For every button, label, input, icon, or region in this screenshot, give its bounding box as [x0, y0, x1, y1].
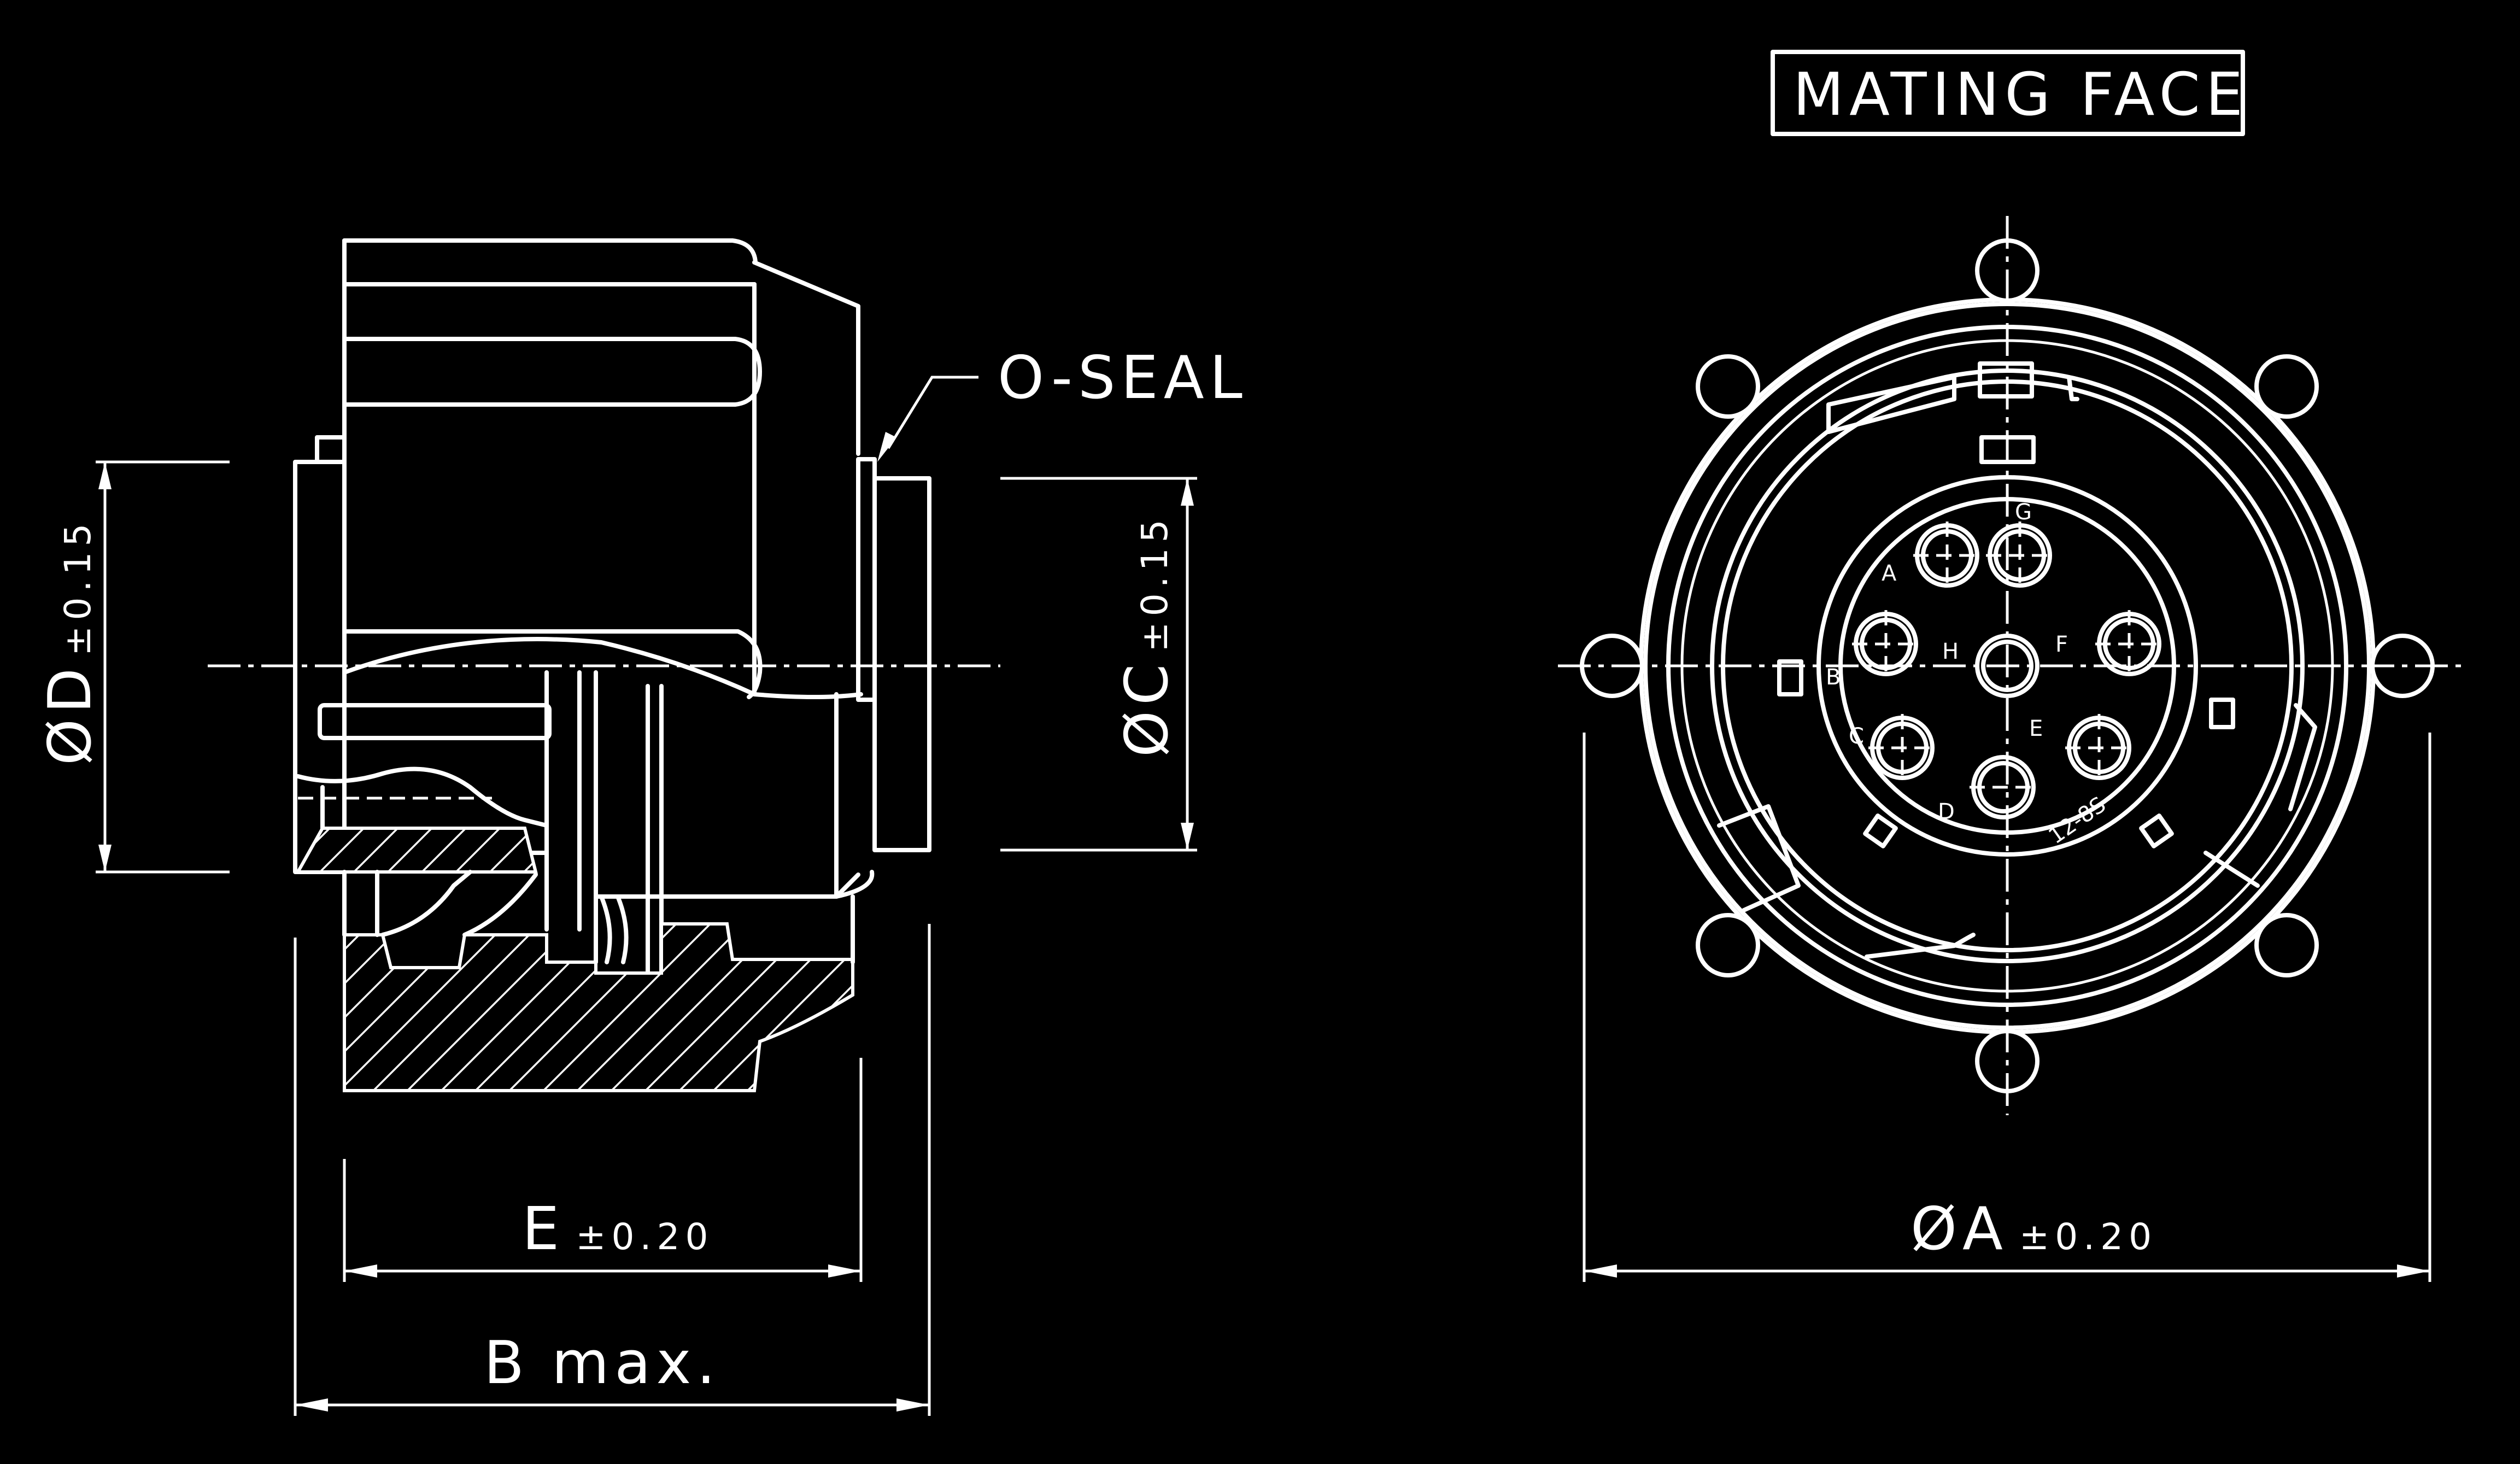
- front-shell: [872, 476, 931, 852]
- mating-face-view: A B C D E F G H 12-8S: [1558, 216, 2465, 1115]
- pin-label-h: H: [1942, 639, 1959, 664]
- o-seal-leader-arrow: [877, 432, 896, 462]
- polarizing-key-left: [1826, 375, 1956, 434]
- contact-f: [2095, 610, 2163, 678]
- key-tab-b: [1777, 659, 1803, 696]
- coupling-nut-outline: [342, 238, 860, 456]
- o-seal-ring: [856, 457, 877, 702]
- dimension-b: [294, 924, 931, 1416]
- wire-curve-2: [616, 894, 629, 964]
- key-tab-lower-right: [2139, 813, 2174, 848]
- key-tab-right: [2209, 698, 2235, 729]
- insert-base: [594, 872, 860, 899]
- key-tab-lower-left: [1863, 813, 1898, 848]
- shell-outer: [1710, 368, 2305, 963]
- insert-outer: [1816, 475, 2198, 857]
- insert-fillet: [834, 870, 875, 899]
- pin-label-c: C: [1849, 724, 1864, 749]
- dimension-e: [343, 1058, 863, 1282]
- rear-flange-tab: [315, 435, 347, 464]
- contact-h: [1975, 634, 2040, 698]
- mating-face-title-box: [1771, 50, 2245, 136]
- hatched-body-section: [343, 922, 854, 1092]
- side-view: [208, 238, 1000, 1092]
- grip-slot-upper: [342, 337, 762, 407]
- contact-pin: [318, 703, 552, 740]
- contact-e: [2065, 714, 2133, 782]
- contact-cavities: [1852, 522, 2163, 819]
- dimension-a-label: ØA±0.20: [1910, 1195, 2157, 1263]
- dimension-d: [96, 460, 230, 874]
- bayonet-ramp-right: [2203, 851, 2260, 888]
- section-break-curve: [342, 637, 863, 699]
- pin-label-e: E: [2029, 716, 2043, 741]
- contact-a: [1913, 522, 1981, 589]
- mating-face-title: MATING FACE: [1793, 61, 2248, 129]
- grip-slot-lower: [342, 629, 763, 699]
- pin-label-f: F: [2055, 632, 2068, 657]
- dimension-d-label: ØD±0.15: [36, 518, 104, 765]
- dimension-a: [1583, 733, 2431, 1282]
- pin-label-d: D: [1938, 799, 1955, 824]
- polarizing-key-right: [2067, 375, 2079, 401]
- bayonet-slot-right: [2288, 703, 2317, 811]
- o-seal-leader-line: [887, 376, 978, 449]
- o-seal-label: O-SEAL: [998, 344, 1248, 412]
- dimension-c-label: ØC±0.15: [1113, 514, 1181, 757]
- grommet-contour: [296, 766, 549, 828]
- pin-label-a: A: [1882, 561, 1897, 586]
- bayonet-slot-left: [1717, 804, 1801, 912]
- pin-label-b: B: [1826, 665, 1841, 690]
- body-inner-curve-2: [462, 872, 538, 937]
- pin-label-g: G: [2015, 500, 2032, 525]
- hatched-gasket: [295, 827, 538, 874]
- dimension-c: [1000, 477, 1197, 852]
- contact-g: [1986, 522, 2054, 589]
- contact-c: [1868, 714, 1936, 782]
- bayonet-ramp-bottom: [1865, 933, 1976, 959]
- dimension-e-label: E±0.20: [522, 1195, 714, 1263]
- contact-b: [1852, 610, 1920, 678]
- body-inner-curve: [380, 870, 472, 937]
- contact-d: [1970, 755, 2037, 819]
- wire-curve-1: [599, 894, 612, 964]
